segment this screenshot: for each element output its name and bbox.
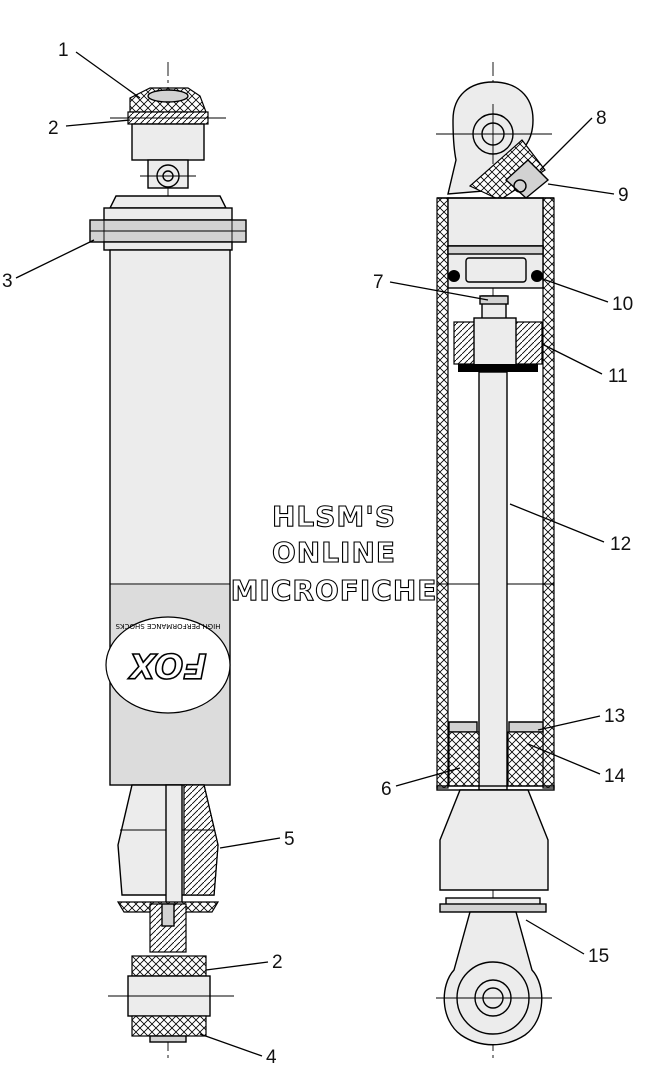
lower-housing xyxy=(116,784,220,953)
fox-logo-decal: FOX HIGH PERFORMANCE SHOCKS xyxy=(105,616,231,714)
left-shock-exterior: FOX HIGH PERFORMANCE SHOCKS xyxy=(89,62,247,1058)
watermark-line-1: HLSM'S xyxy=(272,500,396,533)
callout-13: 13 xyxy=(604,706,625,727)
lower-eye-bushing xyxy=(108,955,234,1043)
callout-6: 6 xyxy=(381,779,392,800)
callout-9: 9 xyxy=(618,185,629,206)
spring-collar xyxy=(89,219,247,251)
callout-7: 7 xyxy=(373,272,384,293)
callout-12: 12 xyxy=(610,534,631,555)
callout-10: 10 xyxy=(612,294,633,315)
callout-8: 8 xyxy=(596,108,607,129)
callout-15: 15 xyxy=(588,946,609,967)
callout-labels: 1 2 3 5 2 4 8 9 7 10 11 12 13 6 14 15 xyxy=(2,40,633,1068)
watermark-line-3: MICROFICHE xyxy=(231,574,438,607)
callout-3: 3 xyxy=(2,271,13,292)
top-bushing xyxy=(110,87,226,125)
callout-2-bottom: 2 xyxy=(272,952,283,973)
logo-brand: FOX xyxy=(128,645,207,685)
seal-head xyxy=(436,721,555,791)
right-shock-cutaway xyxy=(436,62,555,1058)
callout-11: 11 xyxy=(608,366,628,387)
callout-2-top: 2 xyxy=(48,118,59,139)
watermark: HLSM'S ONLINE MICROFICHE xyxy=(230,499,438,607)
callout-5: 5 xyxy=(284,829,295,850)
leader-lines xyxy=(15,51,615,1057)
callout-1: 1 xyxy=(58,40,69,61)
callout-14: 14 xyxy=(604,766,626,787)
top-clevis xyxy=(131,123,205,189)
logo-tagline: HIGH PERFORMANCE SHOCKS xyxy=(115,622,220,630)
lower-eye-housing xyxy=(436,789,552,1046)
callout-4: 4 xyxy=(266,1047,277,1068)
piston xyxy=(453,295,543,372)
watermark-line-2: ONLINE xyxy=(272,536,396,569)
valve-assembly xyxy=(468,139,550,201)
top-eye xyxy=(436,81,552,195)
piston-shaft xyxy=(478,371,508,791)
cylinder xyxy=(436,197,555,789)
body-cap xyxy=(103,195,233,221)
